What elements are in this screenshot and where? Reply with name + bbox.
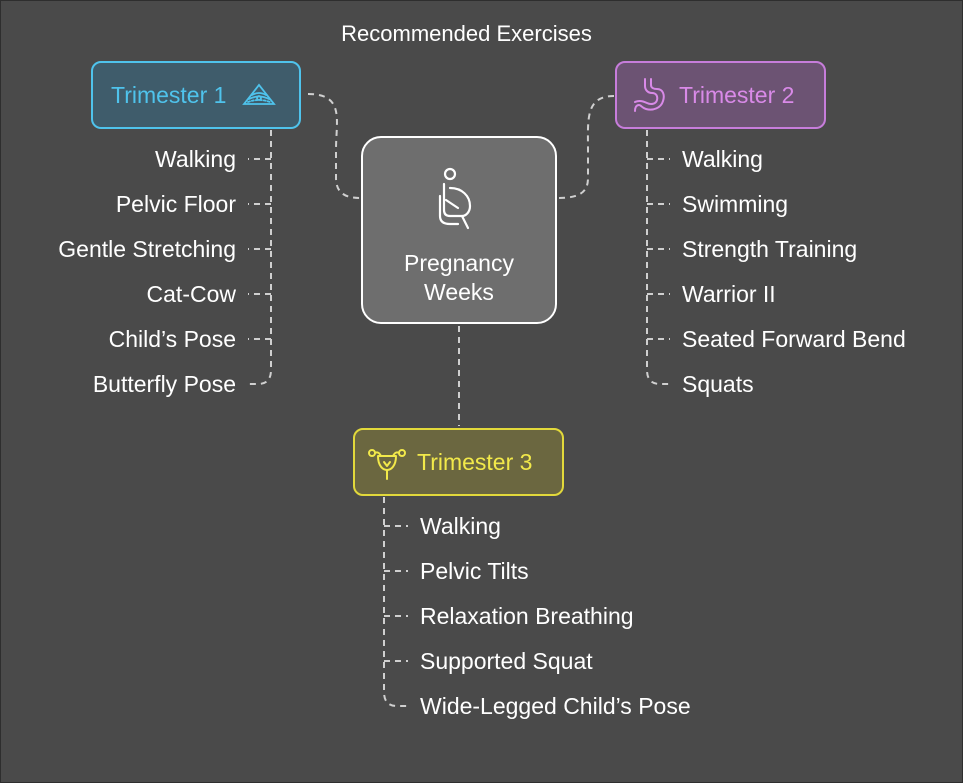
trimester-2-exercise-item: Squats bbox=[682, 371, 754, 397]
trimester-1-exercise-item: Pelvic Floor bbox=[115, 191, 236, 217]
connector-t2-stem bbox=[646, 130, 670, 385]
trimester-2-node: Trimester 2 bbox=[615, 61, 826, 129]
trimester-1-label: Trimester 1 bbox=[111, 81, 227, 108]
connector-t3-stem bbox=[383, 497, 408, 707]
trimester-1-exercise-item: Child’s Pose bbox=[108, 326, 236, 352]
connector-t1-stem bbox=[248, 130, 272, 385]
center-label: Pregnancy Weeks bbox=[404, 250, 514, 305]
trimester-2-exercise-item: Warrior II bbox=[682, 281, 776, 307]
trimester-3-node: Trimester 3 bbox=[353, 428, 564, 496]
trimester-3-exercise-item: Relaxation Breathing bbox=[420, 603, 634, 629]
ultrasound-icon bbox=[240, 80, 278, 110]
trimester-2-exercise-item: Swimming bbox=[682, 191, 789, 217]
trimester-3-exercise-item: Supported Squat bbox=[420, 648, 593, 674]
trimester-1-exercise-item: Walking bbox=[155, 146, 236, 172]
trimester-2-exercise-item: Strength Training bbox=[682, 236, 858, 262]
trimester-2-exercise-item: Walking bbox=[682, 146, 763, 172]
trimester-1-exercise-item: Butterfly Pose bbox=[92, 371, 236, 397]
trimester-1-exercise-item: Gentle Stretching bbox=[58, 236, 236, 262]
trimester-3-exercise-item: Pelvic Tilts bbox=[420, 558, 529, 584]
connector-t2-center bbox=[557, 95, 615, 199]
stomach-icon bbox=[629, 75, 669, 115]
trimester-1-exercise-item: Cat-Cow bbox=[146, 281, 236, 307]
trimester-3-exercise-item: Wide-Legged Child’s Pose bbox=[420, 693, 691, 719]
pregnant-person-icon bbox=[436, 166, 482, 235]
uterus-icon bbox=[367, 442, 407, 482]
trimester-3-exercise-item: Walking bbox=[420, 513, 501, 539]
trimester-1-node: Trimester 1 bbox=[91, 61, 301, 129]
connector-t1-center bbox=[307, 93, 361, 199]
center-node: Pregnancy Weeks bbox=[361, 136, 557, 324]
trimester-2-label: Trimester 2 bbox=[679, 81, 795, 108]
trimester-3-label: Trimester 3 bbox=[417, 448, 533, 475]
trimester-2-exercise-item: Seated Forward Bend bbox=[682, 326, 906, 352]
diagram-title: Recommended Exercises bbox=[341, 21, 592, 46]
